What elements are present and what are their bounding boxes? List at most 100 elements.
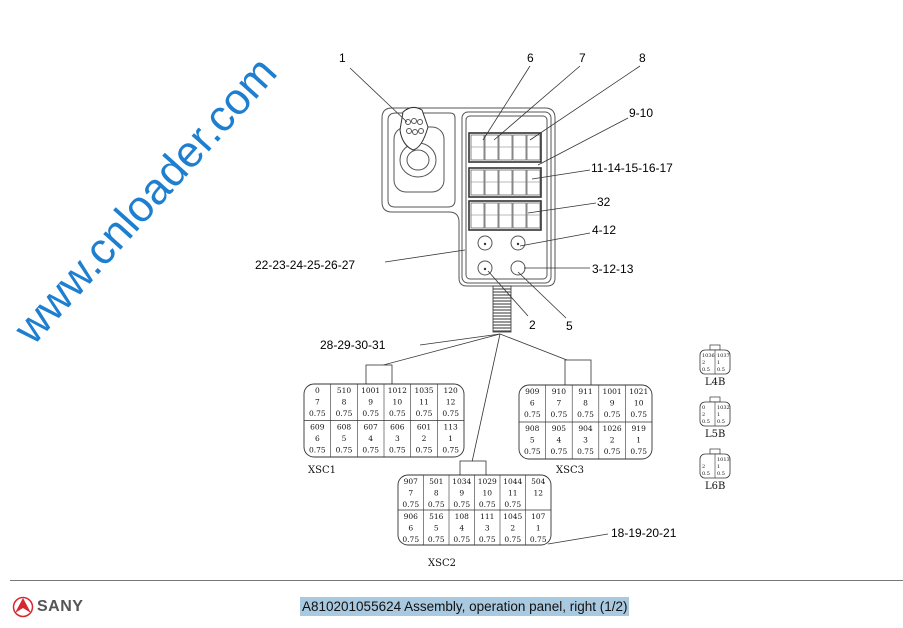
- wire-number: 107: [531, 512, 546, 521]
- connector-latch: [564, 359, 592, 386]
- pin-text: 1: [717, 360, 720, 366]
- wire-gauge: 0.75: [453, 535, 470, 544]
- wire-number: 905: [552, 424, 567, 433]
- rocker-switch: [484, 134, 499, 161]
- callout-2: 2: [529, 318, 536, 332]
- rocker-switch: [470, 134, 485, 161]
- callout-6: 6: [527, 51, 534, 65]
- pin-number: 12: [446, 398, 456, 407]
- callout-22-27: 22-23-24-25-26-27: [255, 258, 355, 272]
- callout-5: 5: [566, 319, 573, 333]
- pin-number: 12: [533, 489, 543, 498]
- wire-number: 108: [455, 512, 470, 521]
- callout-9-10: 9-10: [629, 106, 653, 120]
- connector-label: XSC3: [556, 465, 584, 476]
- wire-gauge: 0.75: [428, 535, 445, 544]
- wire-gauge: 0.75: [442, 446, 459, 455]
- wire-gauge: 0.75: [479, 535, 496, 544]
- pin-number: 4: [459, 524, 464, 533]
- connector-pin-cell: 070.75: [309, 386, 326, 418]
- wire-number: 606: [390, 423, 405, 432]
- wire-number: 501: [429, 477, 443, 486]
- wire-number: 910: [552, 387, 567, 396]
- wire-number: 1044: [503, 477, 522, 486]
- callout-32: 32: [597, 195, 611, 209]
- pin-text: 0.5: [702, 419, 710, 425]
- wire-number: 111: [480, 512, 494, 521]
- wire-number: 1045: [503, 512, 522, 521]
- wire-gauge: 0.75: [416, 409, 433, 418]
- wire-number: 1001: [361, 386, 380, 395]
- switch-panel-2: [468, 167, 542, 198]
- pin-number: 9: [459, 489, 464, 498]
- connector-pin-cell: 108 4 0.75: [453, 512, 470, 544]
- wire-number: 904: [578, 424, 593, 433]
- pin-number: 2: [422, 434, 427, 443]
- wire-number: 516: [429, 512, 444, 521]
- footer-divider: [10, 580, 903, 581]
- rocker-switch: [512, 169, 527, 196]
- wire-gauge: 0.75: [504, 535, 521, 544]
- wire-gauge: 0.75: [362, 409, 379, 418]
- rocker-switch: [498, 202, 513, 229]
- rocker-switch: [526, 202, 541, 229]
- brand-name: SANY: [37, 598, 84, 615]
- wire-gauge: 0.75: [577, 447, 594, 456]
- wire-gauge: 0.75: [336, 446, 353, 455]
- pin-text: 1013: [717, 457, 730, 463]
- joystick: [393, 106, 445, 193]
- wire-gauge: 0.75: [453, 500, 470, 509]
- wire-gauge: 0.75: [479, 500, 496, 509]
- pin-number: 7: [557, 399, 562, 408]
- wire-gauge: 0.75: [362, 446, 379, 455]
- wire-gauge: 0.75: [428, 500, 445, 509]
- pin-text: 0.5: [717, 471, 725, 477]
- wire-gauge: 0.75: [524, 410, 541, 419]
- pin-number: 8: [583, 399, 588, 408]
- connector-pin-cell: 904 3 0.75: [577, 424, 594, 456]
- wire-number: 1001: [603, 387, 622, 396]
- wire-number: 113: [444, 423, 459, 432]
- pin-text: 1037: [717, 353, 730, 359]
- wire-gauge: 0.75: [402, 500, 419, 509]
- wire-gauge: 0.75: [551, 447, 568, 456]
- wire-number: 1034: [452, 477, 471, 486]
- pin-text: 1: [717, 412, 720, 418]
- pin-number: 3: [583, 436, 588, 445]
- sany-logo-icon: [12, 596, 34, 618]
- pin-number: 5: [434, 524, 439, 533]
- wire-gauge: 0.75: [416, 446, 433, 455]
- wire-number: 609: [310, 423, 325, 432]
- wire-number: 608: [337, 423, 352, 432]
- switch-panel-1: [468, 132, 542, 163]
- connector-label: L4B: [705, 377, 725, 388]
- pin-number: 7: [408, 489, 413, 498]
- pin-number: 6: [408, 524, 413, 533]
- wire-number: 504: [531, 477, 546, 486]
- wire-gauge: 0.75: [630, 447, 647, 456]
- pin-number: 10: [393, 398, 403, 407]
- wire-number: 0: [315, 386, 320, 395]
- wire-gauge: 0.75: [604, 447, 621, 456]
- pin-number: 4: [557, 436, 562, 445]
- rocker-switch: [512, 202, 527, 229]
- wire-number: 1029: [478, 477, 497, 486]
- callout-18-21: 18-19-20-21: [611, 526, 677, 540]
- connector-label: L5B: [705, 429, 725, 440]
- pin-text: 0.5: [717, 367, 725, 373]
- pin-number: 2: [610, 436, 615, 445]
- pin-text: 0.5: [702, 471, 710, 477]
